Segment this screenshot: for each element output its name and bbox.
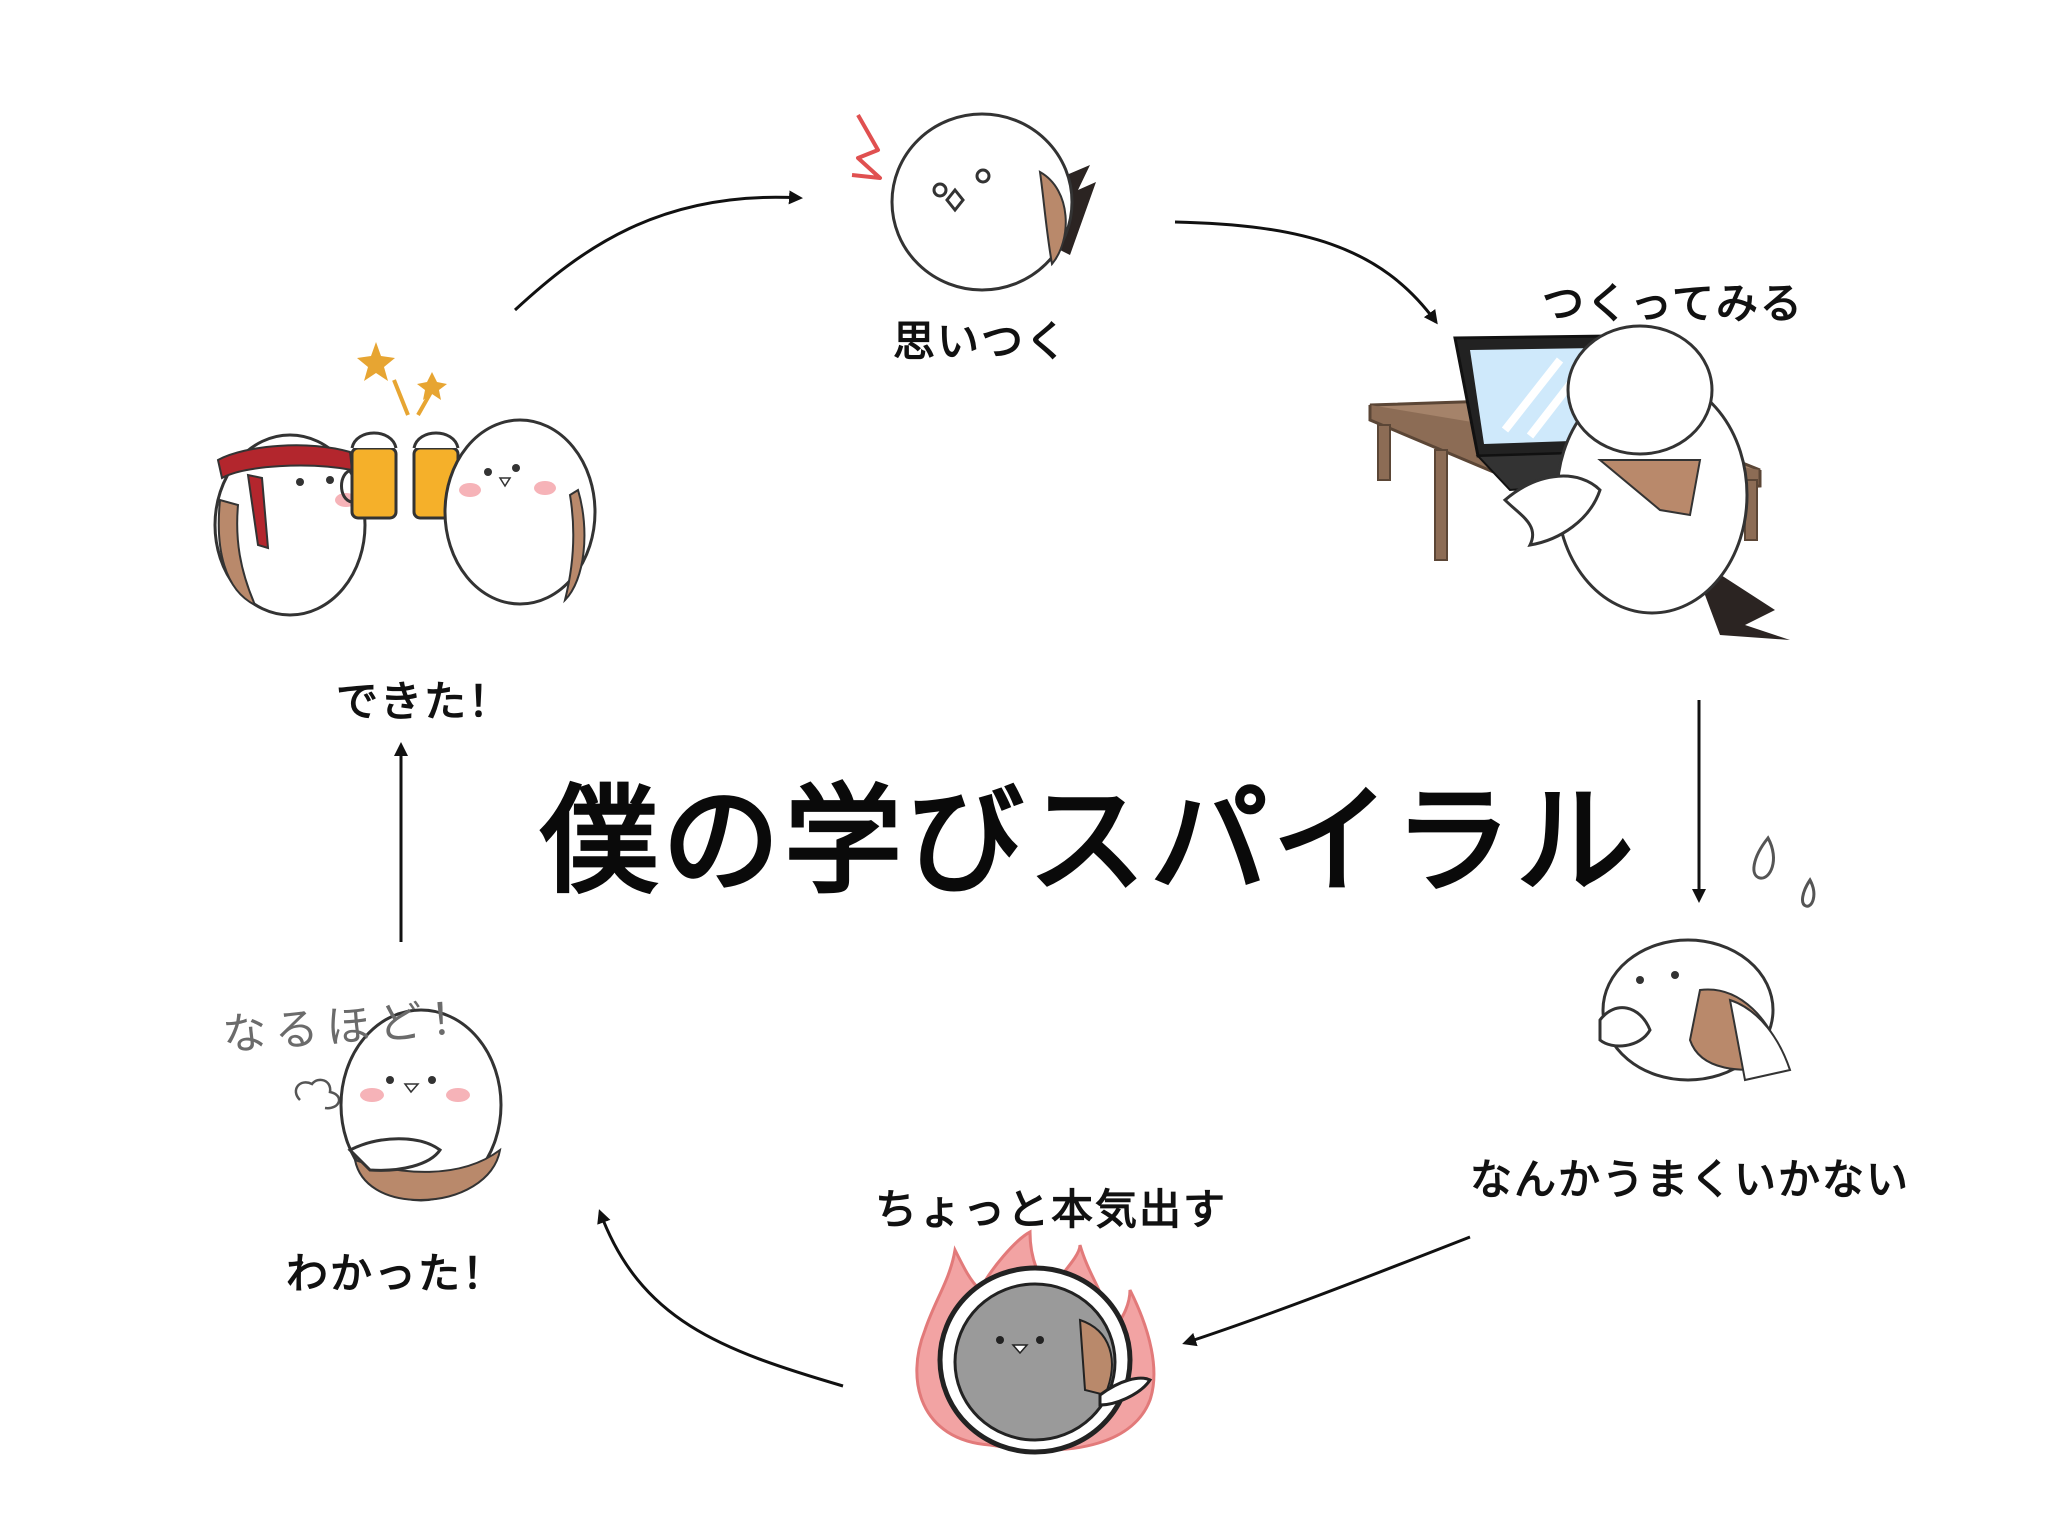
step-understood-label: わかった！ <box>286 1249 507 1298</box>
surprised-bird-icon <box>851 112 1096 292</box>
arrow-stuck-to-effort <box>1182 1235 1471 1347</box>
arrow-effort-to-understood <box>597 1209 844 1388</box>
step-done-label: できた！ <box>336 677 513 726</box>
cheers-birds-icon <box>213 342 597 617</box>
flaming-bird-icon <box>915 1229 1156 1455</box>
worried-bird-icon <box>1598 835 1816 1082</box>
step-build-label: つくってみる <box>1542 279 1804 328</box>
arrow-idea-to-build <box>1174 220 1438 325</box>
laptop-bird-icon <box>1368 324 1790 640</box>
arrow-done-to-idea <box>513 190 803 312</box>
step-stuck-label: なんかうまくいかない <box>1470 1155 1911 1204</box>
step-effort-label: ちょっと本気出す <box>875 1185 1228 1234</box>
diagram-title: 僕の学びスパイラル <box>540 772 1639 910</box>
thinking-bird-icon <box>294 1008 503 1202</box>
step-idea-label: 思いつく <box>893 317 1070 366</box>
